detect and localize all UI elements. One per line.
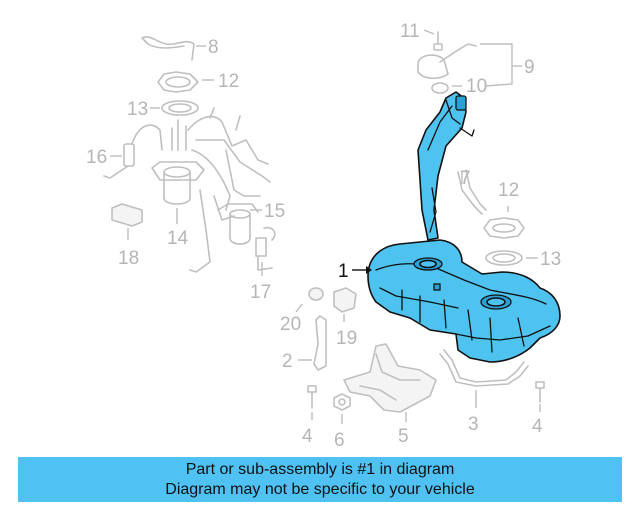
callout-13-right: 13 xyxy=(540,249,561,270)
part-4-bolt-right: 4 xyxy=(532,381,545,437)
callout-14: 14 xyxy=(167,228,189,249)
part-7-vent-line: 7 xyxy=(457,168,487,215)
callout-18: 18 xyxy=(118,248,139,269)
callout-5: 5 xyxy=(398,426,409,447)
part-20-grommet: 20 xyxy=(280,287,324,335)
callout-15: 15 xyxy=(264,201,285,222)
part-18-bracket: 18 xyxy=(111,203,143,269)
part-10-o-ring: 10 xyxy=(431,76,487,97)
part-14-pump-module: 14 xyxy=(151,119,205,249)
part-9-filler-cap: 9 xyxy=(417,43,535,87)
callout-12-left: 12 xyxy=(218,71,239,92)
part-8-hose: 8 xyxy=(141,36,219,61)
callout-4-right: 4 xyxy=(532,416,543,437)
part-3-support-strap: 3 xyxy=(439,349,529,435)
part-4-bolt-left: 4 xyxy=(302,385,317,447)
part-13-seal-left: 13 xyxy=(127,99,199,120)
callout-7: 7 xyxy=(460,168,471,189)
part-5-heat-shield: 5 xyxy=(343,343,437,447)
part-13-seal-right: 13 xyxy=(485,249,561,270)
callout-2: 2 xyxy=(282,351,293,372)
callout-10: 10 xyxy=(466,76,487,97)
callout-6: 6 xyxy=(334,430,345,451)
part-19-bracket: 19 xyxy=(333,287,357,349)
callout-16: 16 xyxy=(86,147,107,168)
part-15-sender: 15 xyxy=(217,201,285,245)
footer-line-1: Part or sub-assembly is #1 in diagram xyxy=(185,461,455,478)
part-harness-lines xyxy=(187,107,271,273)
part-12-lock-ring-left: 12 xyxy=(157,71,239,93)
callout-9: 9 xyxy=(524,57,535,78)
part-16-sensor: 16 xyxy=(86,124,163,179)
callout-11: 11 xyxy=(400,21,420,42)
part-17-connector: 17 xyxy=(250,226,276,303)
part-1-fuel-tank xyxy=(367,91,561,363)
parts-diagram: 8 12 13 16 14 15 xyxy=(86,21,561,451)
part-12-lock-ring-right: 12 xyxy=(483,180,525,239)
footer-line-2: Diagram may not be specific to your vehi… xyxy=(165,481,475,498)
callout-3: 3 xyxy=(468,414,479,435)
callout-1: 1 xyxy=(338,261,349,282)
footer-banner: Part or sub-assembly is #1 in diagram Di… xyxy=(18,457,622,502)
part-11-screw: 11 xyxy=(400,21,443,51)
part-6-nut: 6 xyxy=(333,393,351,451)
callout-8: 8 xyxy=(208,37,219,58)
part-2-strap: 2 xyxy=(282,315,327,372)
callout-13-left: 13 xyxy=(127,99,148,120)
callout-12-right: 12 xyxy=(498,180,519,201)
callout-4-left: 4 xyxy=(302,426,313,447)
callout-1-leader: 1 xyxy=(338,261,372,282)
callout-20: 20 xyxy=(280,314,301,335)
callout-19: 19 xyxy=(336,328,357,349)
callout-17: 17 xyxy=(250,282,271,303)
